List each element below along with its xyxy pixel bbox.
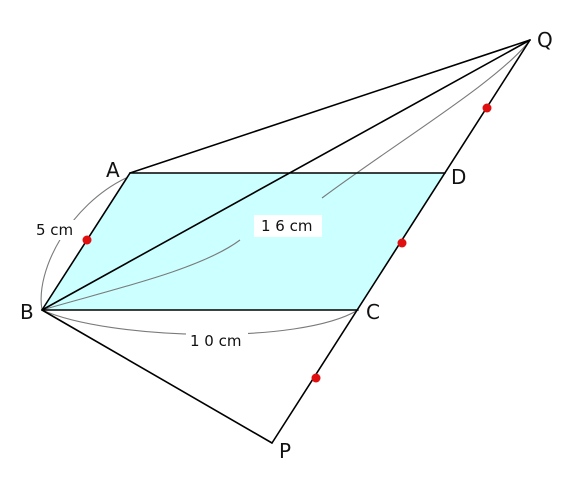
segment-bp	[41, 309, 273, 444]
label-bg-ab	[32, 220, 78, 240]
label-bg-bc	[186, 331, 248, 351]
segment-aq	[129, 39, 531, 174]
length-label-bc: 1 0 cm	[190, 332, 241, 350]
point-label-b: B	[20, 300, 34, 324]
dimension-arc-bq-upper	[321, 39, 531, 199]
marker-ab	[82, 235, 92, 245]
dimension-arc-bc	[41, 309, 359, 335]
segment-bq	[41, 39, 531, 311]
point-label-p: P	[279, 439, 291, 463]
marker-cd	[397, 238, 407, 248]
parallelogram-abcd	[42, 173, 445, 310]
point-label-c: C	[366, 300, 380, 324]
length-label-ab: 5 cm	[36, 221, 73, 239]
length-label-bq: 1 6 cm	[261, 217, 312, 235]
point-label-d: D	[451, 165, 466, 189]
label-bg-bq	[254, 215, 322, 237]
dimension-arc-bq-lower	[41, 239, 241, 311]
point-label-a: A	[106, 158, 120, 182]
marker-cp	[311, 373, 321, 383]
point-label-q: Q	[537, 28, 553, 52]
marker-dq	[482, 103, 492, 113]
